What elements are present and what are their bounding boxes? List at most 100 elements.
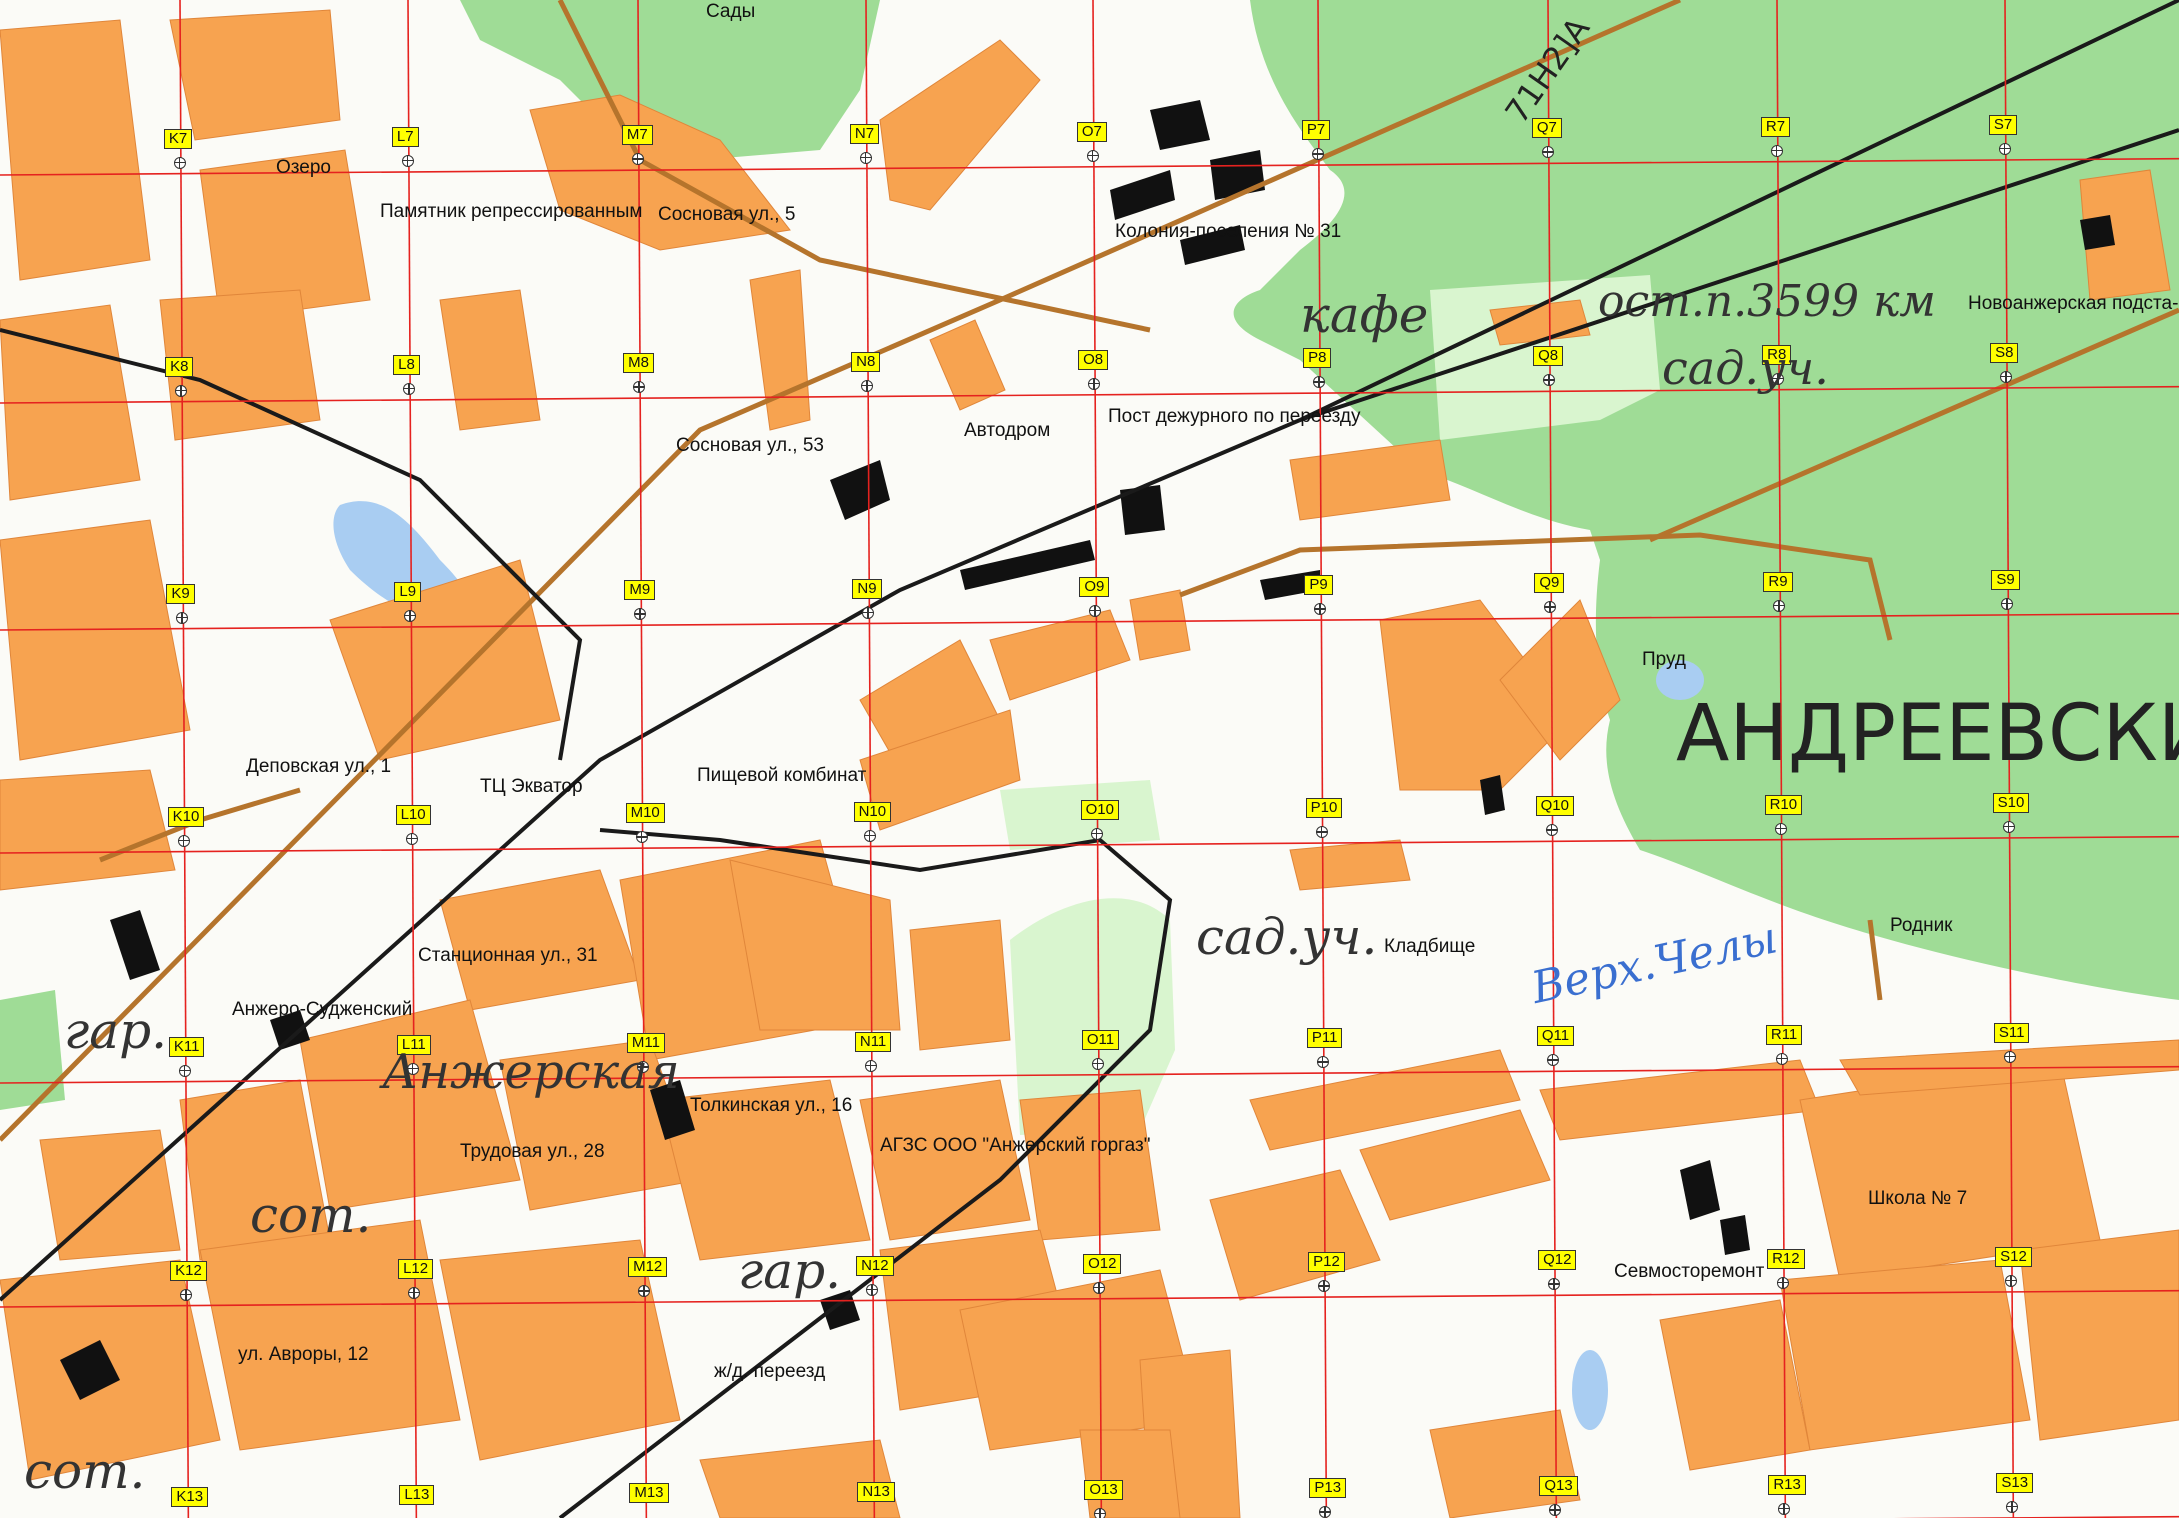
grid-crosshair-icon [1316, 1056, 1329, 1069]
grid-cell-label-R11: R11 [1765, 1024, 1803, 1045]
grid-row-line-8 [0, 385, 2179, 404]
map-sad-uch-2: сад.уч. [1196, 908, 1378, 966]
grid-cell-label-P12: P12 [1308, 1252, 1345, 1273]
poi-rodnik: Родник [1890, 915, 1953, 936]
grid-cell-label-O10: O10 [1080, 799, 1119, 820]
grid-crosshair-icon [1541, 146, 1554, 159]
grid-crosshair-icon [1086, 149, 1099, 162]
grid-cell-label-P8: P8 [1303, 348, 1332, 369]
poi-anzhero-sudzhenskiy: Анжеро-Судженский [232, 999, 413, 1020]
grid-crosshair-icon [863, 829, 876, 842]
grid-cell-label-R10: R10 [1764, 794, 1803, 815]
poi-novoanzherskaya: Новоанжерская подста- [1968, 293, 2179, 314]
grid-crosshair-icon [862, 606, 875, 619]
poi-avtodrom: Автодром [964, 420, 1051, 441]
grid-cell-label-P13: P13 [1309, 1478, 1347, 1499]
grid-cell-label-P9: P9 [1304, 575, 1333, 596]
grid-crosshair-icon [178, 1064, 191, 1077]
poi-pishchevoy: Пищевой комбинат [697, 765, 867, 786]
grid-crosshair-icon [1088, 377, 1101, 390]
grid-cell-label-Q9: Q9 [1534, 573, 1565, 594]
grid-crosshair-icon [631, 153, 644, 166]
poi-avrory: ул. Авроры, 12 [238, 1344, 369, 1365]
poi-stantsionnaya: Станционная ул., 31 [418, 945, 598, 966]
grid-cell-label-N12: N12 [856, 1255, 894, 1276]
grid-crosshair-icon [1772, 372, 1785, 385]
map-sot-1: сот. [250, 1186, 372, 1244]
poi-tolkinskaya: Толкинская ул., 16 [690, 1095, 853, 1116]
grid-crosshair-icon [1543, 374, 1556, 387]
map-anzherskaya: Анжерская [382, 1044, 680, 1100]
grid-cell-label-M10: M10 [625, 803, 665, 824]
grid-cell-label-R12: R12 [1767, 1248, 1805, 1269]
grid-cell-label-K7: K7 [163, 128, 193, 149]
grid-crosshair-icon [2000, 370, 2013, 383]
grid-cell-label-K10: K10 [167, 806, 205, 827]
grid-cell-label-N7: N7 [849, 123, 880, 144]
grid-crosshair-icon [173, 156, 186, 169]
grid-crosshair-icon [1546, 1054, 1559, 1067]
grid-cell-label-S9: S9 [1991, 569, 2020, 590]
grid-cell-label-S7: S7 [1988, 114, 2018, 135]
buildings [60, 100, 2115, 1400]
grid-crosshair-icon [1544, 601, 1557, 614]
grid-cell-label-M7: M7 [621, 125, 653, 146]
grid-cell-label-S11: S11 [1993, 1022, 2030, 1043]
map-sad-uch-1: сад.уч. [1662, 341, 1829, 395]
grid-cell-label-M9: M9 [624, 580, 656, 601]
poi-sevmostoremont: Севмосторемонт [1614, 1261, 1765, 1282]
grid-cell-label-R9: R9 [1763, 571, 1793, 592]
grid-crosshair-icon [2003, 1050, 2016, 1063]
grid-cell-label-P10: P10 [1305, 798, 1343, 819]
grid-row-line-7 [0, 157, 2179, 176]
poi-ozero: Озеро [276, 157, 331, 178]
poi-tc-ekvator: ТЦ Экватор [480, 776, 583, 797]
poi-pamyatnik: Памятник репрессированным [380, 201, 643, 222]
grid-crosshair-icon [176, 611, 189, 624]
poi-sosnovaya-5: Сосновая ул., 5 [658, 204, 796, 225]
poi-sady: Сады [706, 1, 756, 22]
grid-cell-label-N9: N9 [852, 578, 882, 599]
forest-areas [0, 0, 2179, 1110]
grid-crosshair-icon [1090, 827, 1103, 840]
grid-crosshair-icon [2002, 820, 2015, 833]
grid-cell-label-Q13: Q13 [1539, 1476, 1578, 1497]
grid-crosshair-icon [1318, 1280, 1331, 1293]
grid-crosshair-icon [864, 1059, 877, 1072]
grid-cell-label-O11: O11 [1081, 1029, 1120, 1050]
poi-koloniya: Колония-поселения № 31 [1115, 221, 1342, 242]
grid-crosshair-icon [634, 608, 647, 621]
grid-cell-label-K12: K12 [170, 1260, 207, 1281]
grid-cell-label-L8: L8 [393, 354, 420, 375]
map-gar-1: гар. [64, 1002, 167, 1060]
grid-crosshair-icon [180, 1288, 193, 1301]
grid-cell-label-L7: L7 [391, 126, 419, 147]
map-andreevskiy: АНДРЕЕВСКИЙ [1676, 689, 2179, 779]
grid-crosshair-icon [1548, 1278, 1561, 1291]
map-ostanovka: ост.п.3599 км [1598, 276, 1936, 327]
grid-cell-label-M12: M12 [628, 1257, 668, 1278]
grid-cell-label-Q10: Q10 [1535, 796, 1574, 817]
grid-column-line-Q [1547, 0, 1558, 1518]
grid-crosshair-icon [1545, 824, 1558, 837]
grid-cell-label-O8: O8 [1078, 349, 1109, 370]
grid-cell-label-R7: R7 [1760, 116, 1791, 137]
poi-sosnovaya-53: Сосновая ул., 53 [676, 435, 825, 456]
grid-crosshair-icon [859, 151, 872, 164]
grid-cell-label-K13: K13 [171, 1486, 209, 1507]
grid-crosshair-icon [1091, 1057, 1104, 1070]
map-sot-2: сот. [24, 1442, 146, 1500]
grid-crosshair-icon [635, 831, 648, 844]
grid-crosshair-icon [638, 1285, 651, 1298]
grid-cell-label-M11: M11 [626, 1033, 665, 1054]
grid-cell-label-M13: M13 [629, 1483, 669, 1504]
grid-crosshair-icon [1089, 604, 1102, 617]
grid-crosshair-icon [406, 1062, 419, 1075]
poi-agzs: АГЗС ООО "Анжерский горгаз" [880, 1135, 1151, 1156]
grid-crosshair-icon [404, 609, 417, 622]
grid-crosshair-icon [1998, 142, 2011, 155]
map-kafe: кафе [1300, 286, 1429, 344]
